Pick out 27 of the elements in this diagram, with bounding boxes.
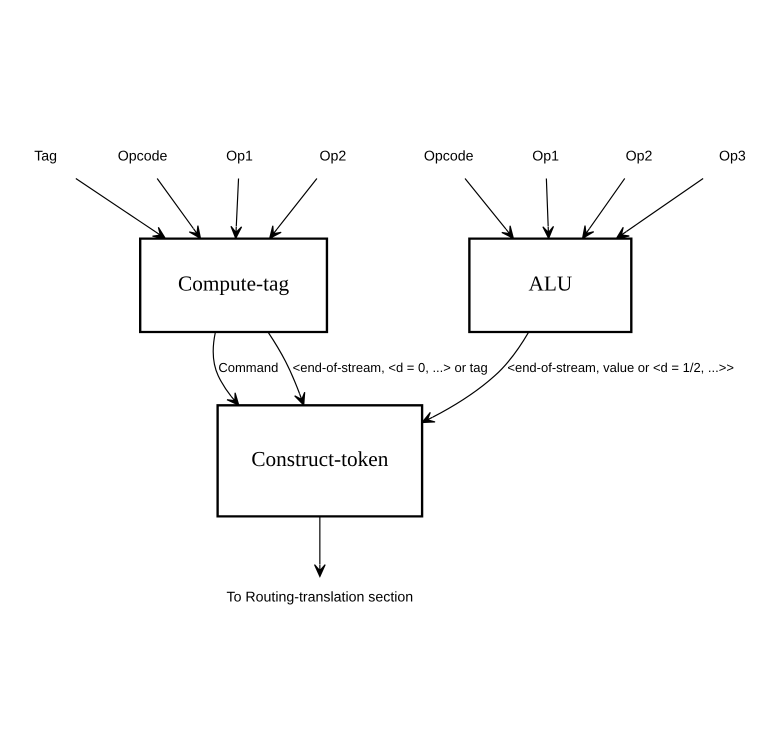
arrow [156,178,201,239]
node-box: ALU [468,237,632,334]
arrow [75,178,166,239]
node-text: Opcode [117,148,167,165]
node-box: Construct-token [216,404,423,518]
node-text: Op1 [226,148,252,165]
arrow [421,332,528,424]
arrow [268,178,317,239]
arrow [267,332,305,406]
arrow [542,178,554,239]
node-text: Op3 [718,148,746,165]
edge-label: <end-of-stream, value or <d = 1/2, ...>> [506,360,734,375]
edge-label: <end-of-stream, <d = 0, ...> or tag [292,360,488,375]
arrow [230,178,242,239]
node-text: Op2 [318,148,346,165]
node-text: Opcode [423,148,474,165]
arrow [313,516,326,578]
edge-label: Command [218,360,278,375]
arrow [212,332,239,406]
arrow [615,178,703,239]
node-text: Tag [34,148,57,165]
node-text: Op1 [532,148,559,165]
node-text: To Routing-translation section [226,590,413,606]
node-text: Op2 [625,148,652,165]
node-box: Compute-tag [138,237,328,334]
arrow [464,178,514,239]
arrow [581,178,625,239]
